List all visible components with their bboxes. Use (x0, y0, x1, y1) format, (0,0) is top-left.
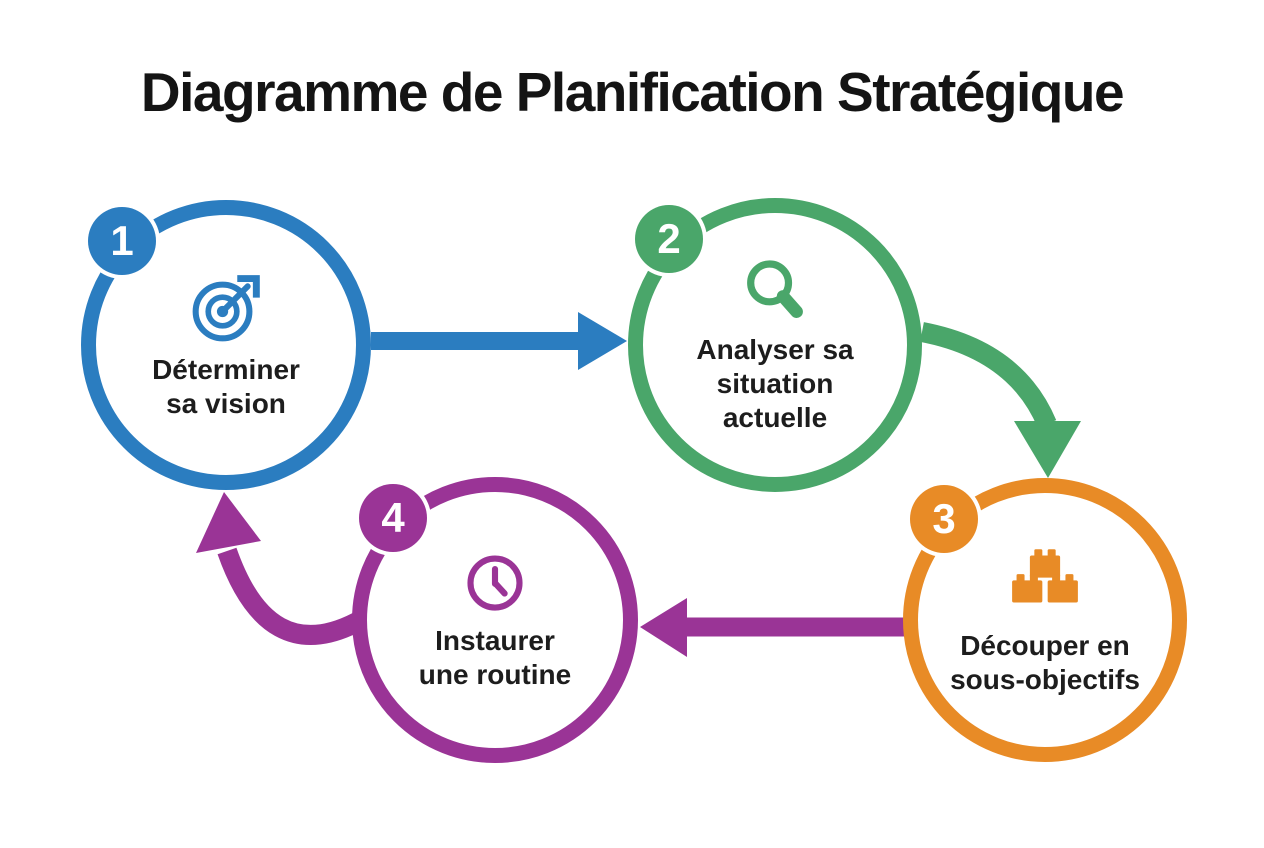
building-blocks-icon (1012, 549, 1078, 603)
arrow-step1-to-step2 (371, 312, 627, 370)
step-1-circle: 1 Déterminer sa vision (81, 200, 371, 490)
step-1-number-badge: 1 (88, 207, 156, 275)
page-title: Diagramme de Planification Stratégique (140, 61, 1125, 123)
step-4-label: Instaurer une routine (419, 624, 571, 692)
step-3-label: Découper en sous-objectifs (950, 629, 1140, 697)
step-2-label: Analyser sa situation actuelle (696, 333, 853, 435)
step-4-circle: 4 Instaurer une routine (352, 477, 638, 763)
step-3-circle: 3 Découper en sous-objectifs (903, 478, 1187, 762)
arrow-step4-to-step1 (196, 492, 362, 645)
search-icon (747, 260, 803, 318)
step-2-label-line-3: actuelle (722, 402, 828, 433)
step-1-label: Déterminer sa vision (152, 353, 300, 421)
step-2-circle: 2 Analyser sa situation actuelle (628, 198, 922, 492)
step-4-label-line-1: Instaurer (435, 625, 555, 656)
target-icon (192, 275, 260, 342)
step-2-number-badge: 2 (635, 205, 703, 273)
arrow-step2-to-step3 (920, 322, 1081, 478)
step-2-label-line-2: situation (716, 368, 834, 399)
step-2-label-line-1: Analyser sa (696, 334, 854, 365)
step-3-label-line-1: Découper en (960, 630, 1130, 661)
step-1-label-line-1: Déterminer (152, 354, 300, 385)
step-1-label-line-2: sa vision (166, 388, 286, 419)
arrow-step3-to-step4 (640, 598, 904, 657)
clock-icon (467, 555, 523, 611)
step-3-label-line-2: sous-objectifs (950, 664, 1140, 695)
step-3-number-badge: 3 (910, 485, 978, 553)
step-4-label-line-2: une routine (418, 659, 572, 690)
step-4-number-badge: 4 (359, 484, 427, 552)
